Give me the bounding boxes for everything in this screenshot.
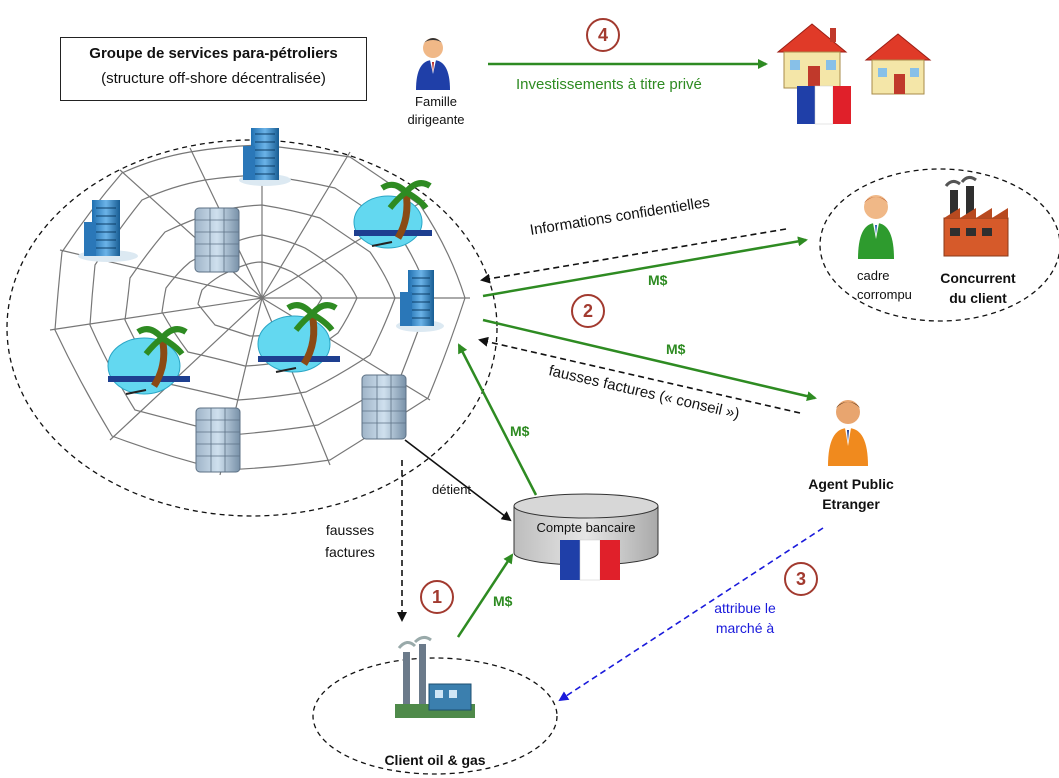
palm-island-icon [257, 302, 340, 373]
step-2-badge: 2 [571, 294, 605, 328]
blue-tower-icon [239, 128, 291, 186]
office-building-icon [194, 207, 240, 273]
family-person-icon [416, 38, 450, 90]
public-agent-icon [828, 400, 868, 466]
money-label-agent: M$ [666, 341, 686, 357]
family-label-line1: Famille [415, 94, 457, 109]
fake-invoices-label-line1: fausses [325, 522, 375, 538]
group-title: Groupe de services para-pétroliers [89, 45, 338, 62]
palm-island-icon [107, 326, 190, 395]
money-label-client-bank: M$ [493, 593, 513, 609]
investments-label: Investissements à titre privé [516, 76, 702, 93]
award-label-line1: attribue le [714, 600, 776, 616]
family-label-line2: dirigeante [407, 112, 465, 127]
office-building-icon [195, 407, 241, 473]
fake-advice-invoices-arrow [478, 336, 801, 414]
agent-label-line2: Etranger [822, 496, 880, 512]
bank-account-cylinder [513, 493, 659, 566]
office-building-icon [361, 374, 407, 440]
fake-invoices-label-line2: factures [325, 544, 375, 560]
french-flag-icon [797, 85, 851, 125]
award-label-line2: marché à [715, 620, 775, 636]
step-4-badge: 4 [586, 18, 620, 52]
client-to-bank-arrow [456, 553, 514, 638]
offshore-network-ellipse [6, 139, 498, 517]
money-label-bank-network: M$ [510, 423, 530, 439]
client-ellipse [312, 657, 558, 775]
refinery-icon [395, 635, 475, 718]
competitor-ellipse [819, 168, 1059, 322]
bank-account-label: Compte bancaire [536, 520, 636, 535]
money-to-competitor-arrow [482, 236, 808, 298]
corrupt-executive-icon [858, 195, 894, 259]
blue-tower-icon [396, 270, 444, 332]
money-to-agent-arrow [482, 318, 817, 402]
house-icon [864, 33, 932, 95]
client-label: Client oil & gas [384, 752, 486, 768]
corrupt-executive-label-line1: cadre [857, 268, 890, 283]
group-subtitle: (structure off-shore décentralisée) [101, 70, 326, 87]
bank-to-network-arrow [457, 343, 538, 496]
money-label-competitor: M$ [648, 272, 668, 288]
french-flag-icon [560, 539, 620, 581]
step-3-badge: 3 [784, 562, 818, 596]
confidential-info-arrow [480, 228, 787, 284]
factory-icon [943, 175, 1009, 257]
blue-tower-icon [78, 200, 138, 262]
group-box [60, 37, 367, 101]
award-contract-arrow [558, 527, 824, 702]
competitor-name-line1: Concurrent [940, 270, 1016, 286]
holds-arrow [404, 439, 512, 522]
competitor-name-line2: du client [949, 290, 1007, 306]
corrupt-executive-label-line2: corrompu [857, 287, 912, 302]
holds-label: détient [432, 482, 472, 497]
step-1-badge: 1 [420, 580, 454, 614]
agent-label-line1: Agent Public [808, 476, 894, 492]
palm-island-icon [353, 180, 432, 249]
house-icon [776, 23, 848, 89]
